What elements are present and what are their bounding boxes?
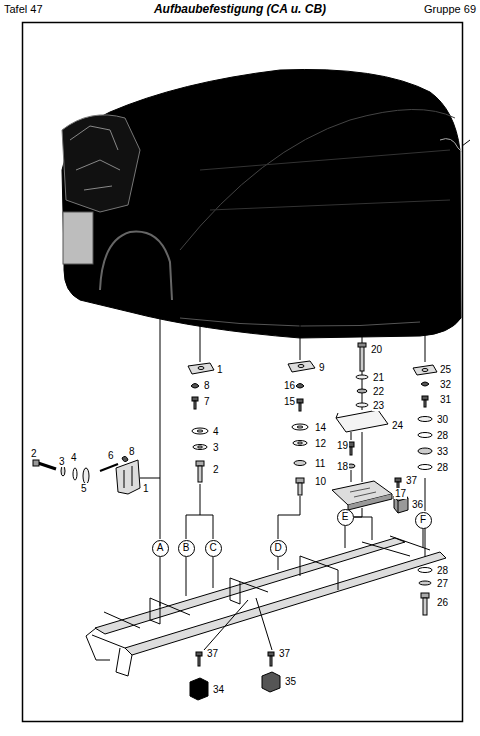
callout-number: 33 <box>436 446 449 457</box>
callout-number: 36 <box>411 499 424 510</box>
callout-number: 1 <box>216 364 224 375</box>
page-header: Gruppe 69 <box>424 3 476 16</box>
callout-number: 4 <box>212 426 220 437</box>
callout-number: 22 <box>372 386 385 397</box>
callout-number: 3 <box>212 442 220 453</box>
callout-number: 11 <box>314 458 326 469</box>
callout-number: 28 <box>436 462 449 473</box>
callout-number: 21 <box>372 372 385 383</box>
callout-number: 17 <box>394 488 407 499</box>
callout-number: 8 <box>128 446 136 457</box>
callout-number: 24 <box>391 420 404 431</box>
callout-number: 18 <box>336 461 349 472</box>
callout-number: 9 <box>318 362 326 373</box>
callout-number: 2 <box>212 464 220 475</box>
callout-number: 27 <box>436 578 449 589</box>
callout-number: 37 <box>206 648 219 659</box>
callout-number: 32 <box>439 379 452 390</box>
callout-number: 26 <box>436 597 449 608</box>
callout-number: 3 <box>58 456 66 467</box>
circle-letter: A <box>157 543 164 553</box>
callout-number: 4 <box>70 452 78 463</box>
callout-number: 28 <box>436 565 449 576</box>
circle-letter: B <box>183 543 190 553</box>
callout-number: 23 <box>372 400 385 411</box>
callout-number: 35 <box>284 676 297 687</box>
callout-number: 7 <box>203 396 211 407</box>
callout-number: 1 <box>142 483 150 494</box>
page-title: Aufbaubefestigung (CA u. CB) <box>0 2 480 16</box>
callout-number: 30 <box>436 414 449 425</box>
callout-number: 37 <box>405 475 418 486</box>
callout-number: 12 <box>314 438 327 449</box>
circle-letter: E <box>342 512 349 522</box>
letter-circle: B <box>178 540 195 557</box>
letter-circle: E <box>337 509 354 526</box>
callout-number: 28 <box>436 430 449 441</box>
callout-number: 31 <box>439 394 452 405</box>
letter-circle: A <box>152 540 169 557</box>
callout-number: 8 <box>203 380 211 391</box>
circle-letter: C <box>209 543 216 553</box>
callout-number: 6 <box>107 450 115 461</box>
letter-circle: C <box>205 540 222 557</box>
callout-number: 25 <box>439 364 452 375</box>
page-header: Tafel 47 <box>4 3 43 16</box>
callout-number: 15 <box>283 396 296 407</box>
callout-number: 19 <box>336 440 349 451</box>
callout-number: 5 <box>80 483 88 494</box>
callout-number: 16 <box>283 380 296 391</box>
callout-number: 14 <box>314 422 327 433</box>
letter-circle: F <box>415 512 432 529</box>
callout-number: 10 <box>314 476 327 487</box>
callout-number: 34 <box>212 684 225 695</box>
circle-letter: D <box>274 543 281 553</box>
circle-letter: F <box>420 515 426 525</box>
callout-number: 2 <box>30 448 38 459</box>
callout-number: 20 <box>370 344 383 355</box>
letter-circle: D <box>270 540 287 557</box>
callout-number: 37 <box>278 648 291 659</box>
